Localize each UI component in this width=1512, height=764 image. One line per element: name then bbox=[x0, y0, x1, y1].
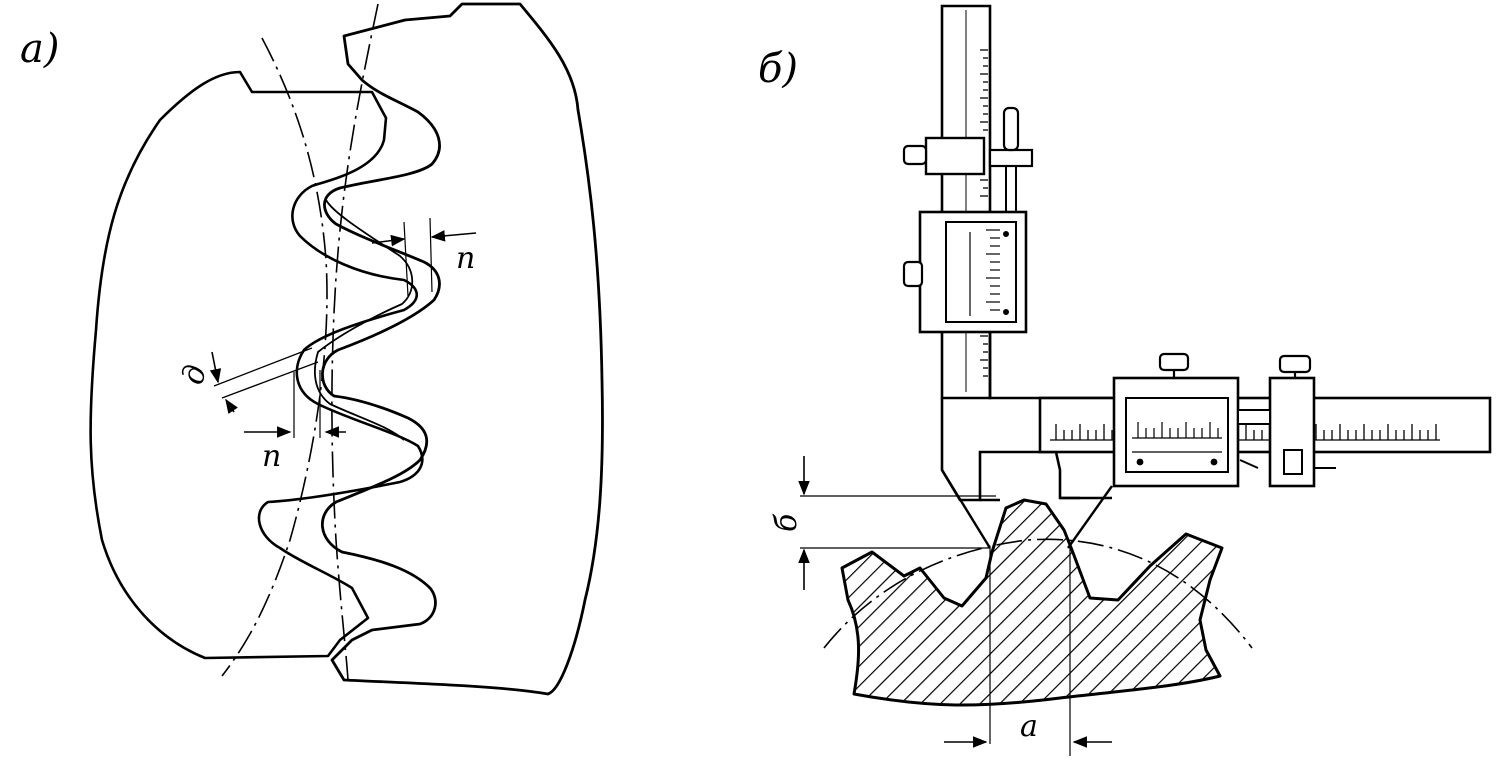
fine-adjust-link bbox=[1237, 409, 1271, 425]
gap-label: д bbox=[176, 362, 214, 388]
backlash-ext-line bbox=[403, 221, 409, 297]
movable-jaw bbox=[1067, 485, 1113, 549]
vertical-vernier-ticks bbox=[969, 229, 1000, 316]
horizontal-vernier-ticks bbox=[1132, 422, 1222, 453]
horizontal-fine-screw[interactable] bbox=[1283, 449, 1303, 475]
backlash-arrow-right bbox=[430, 230, 477, 242]
vertical-vernier-window bbox=[945, 221, 1017, 323]
clamp-screw-knob[interactable] bbox=[902, 144, 928, 166]
caliper-upper-edge bbox=[988, 332, 1112, 400]
backlash-side-label: п bbox=[262, 439, 281, 474]
horizontal-clamp-knob[interactable] bbox=[1278, 354, 1312, 374]
horizontal-vernier-screw bbox=[1210, 458, 1218, 466]
vertical-vernier-screw bbox=[1003, 309, 1009, 315]
horizontal-fine-link bbox=[1239, 459, 1259, 469]
gap-line bbox=[221, 361, 319, 399]
vertical-scale bbox=[980, 49, 988, 377]
gear-pitch-circle bbox=[823, 538, 1253, 649]
panel-a: а) п п д bbox=[20, 2, 604, 696]
gap-arrow bbox=[225, 398, 238, 414]
right-gear-body bbox=[320, 2, 604, 696]
gear-section bbox=[840, 498, 1224, 707]
tooth-contour-inner bbox=[314, 199, 414, 441]
fine-adjust-screw[interactable] bbox=[1002, 106, 1020, 152]
panel-b: б) bbox=[758, 4, 1492, 756]
gap-arrow bbox=[209, 351, 222, 384]
horizontal-lock-knob[interactable] bbox=[1158, 352, 1190, 372]
panel-a-label: а) bbox=[20, 26, 59, 72]
pitch-circle-left bbox=[221, 37, 328, 677]
horizontal-vernier-screw bbox=[1136, 458, 1144, 466]
pitch-circle-right bbox=[331, 3, 379, 681]
clamp-bracket bbox=[988, 148, 1034, 168]
backlash-normal-label: п bbox=[456, 241, 475, 276]
backlash-arrow-left bbox=[371, 234, 406, 247]
vertical-vernier-screw bbox=[1003, 231, 1009, 237]
chord-height-label: б bbox=[769, 513, 804, 532]
horizontal-vernier-window bbox=[1125, 397, 1229, 473]
chord-thickness-label: а bbox=[1020, 709, 1038, 744]
vertical-lock-knob[interactable] bbox=[902, 260, 924, 288]
fixed-jaw bbox=[940, 469, 992, 549]
panel-b-label: б) bbox=[758, 46, 798, 92]
gap-line bbox=[213, 347, 313, 387]
fine-adjust-clamp[interactable] bbox=[924, 136, 986, 176]
backlash-ext-line bbox=[429, 217, 433, 293]
left-gear-body bbox=[89, 70, 424, 660]
